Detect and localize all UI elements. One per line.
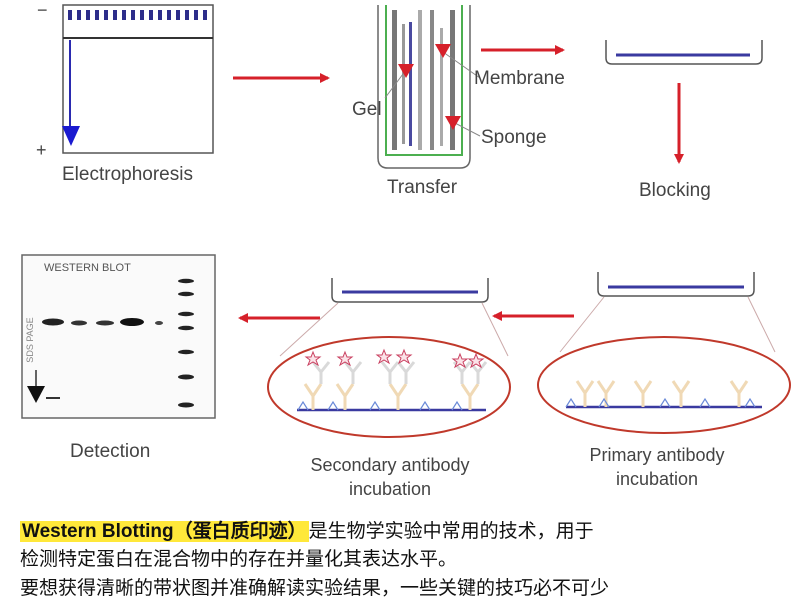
label-sponge: Sponge <box>481 127 547 148</box>
sponge-pointer <box>445 116 461 130</box>
electrophoresis-apparatus <box>62 4 214 154</box>
primary-antibody-complexes <box>565 380 762 409</box>
secondary-antibody-complexes <box>297 348 488 412</box>
label-membrane: Membrane <box>474 68 565 89</box>
label-detection: Detection <box>70 441 151 462</box>
blot-axis-label: SDS PAGE <box>25 317 35 363</box>
secondary-incubation-tray <box>279 278 509 357</box>
caption-line-1: Western Blotting（蛋白质印迹）是生物学实验中常用的技术，用于 <box>20 518 790 545</box>
plus-sign: + <box>36 140 47 160</box>
caption-line-1-text: 是生物学实验中常用的技术，用于 <box>308 520 594 542</box>
blocking-tray <box>605 40 763 65</box>
gel-wells <box>68 10 207 20</box>
gel-pointer <box>398 64 414 78</box>
label-gel: Gel <box>352 99 382 120</box>
label-primary-incubation: Primary antibody incubation <box>589 445 725 489</box>
caption-highlight-term: Western Blotting（蛋白质印迹） <box>20 521 309 542</box>
ladder-bands <box>178 278 194 408</box>
migration-arrowhead <box>62 126 80 146</box>
label-secondary-incubation: Secondary antibody incubation <box>310 455 470 499</box>
transfer-tank <box>377 5 481 169</box>
membrane-pointer <box>435 44 451 58</box>
minus-sign: − <box>37 0 48 20</box>
primary-incubation-tray <box>559 272 776 353</box>
blot-title: WESTERN BLOT <box>44 262 131 274</box>
western-blot-result <box>21 254 216 419</box>
caption-line-3: 要想获得清晰的带状图并准确解读实验结果，一些关键的技巧必不可少 <box>20 577 610 599</box>
secondary-zoom-oval <box>267 336 511 438</box>
caption-line-2: 检测特定蛋白在混合物中的存在并量化其表达水平。 <box>20 548 458 570</box>
sample-bands <box>42 318 163 326</box>
label-electrophoresis: Electrophoresis <box>62 164 193 185</box>
label-blocking: Blocking <box>639 180 711 201</box>
primary-zoom-oval <box>537 336 791 434</box>
label-transfer: Transfer <box>387 177 458 198</box>
